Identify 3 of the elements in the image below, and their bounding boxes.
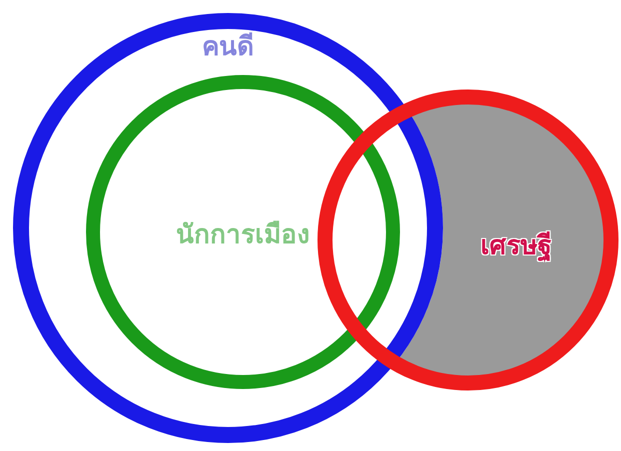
circle-label: เศรษฐี: [480, 230, 552, 264]
circle-label: คนดี: [201, 31, 255, 64]
circle-label: นักการเมือง: [175, 219, 311, 252]
